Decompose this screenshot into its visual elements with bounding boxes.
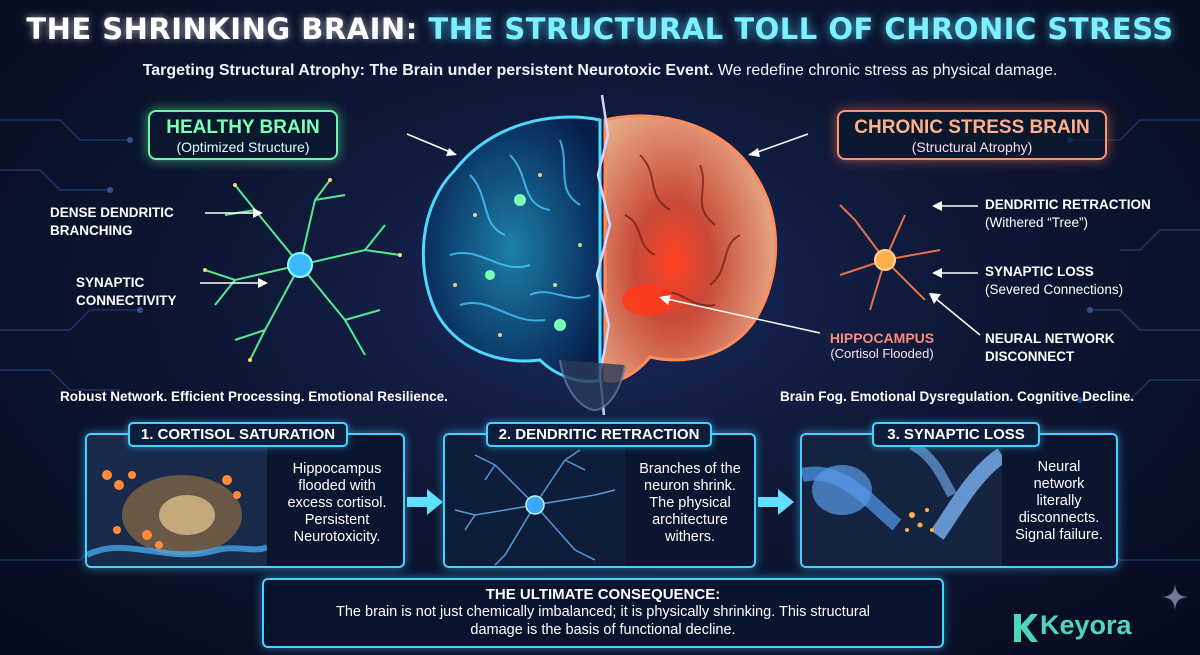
cortisol-molecules-icon (87, 435, 267, 566)
retraction-arrow (932, 201, 978, 211)
page-subtitle: Targeting Structural Atrophy: The Brain … (0, 62, 1200, 80)
hippocampus-arrow (659, 295, 821, 334)
panel-cortisol-saturation: Hippocampus flooded with excess cortisol… (85, 433, 405, 568)
stressed-neuron-icon (839, 204, 941, 311)
consequence-line-1: The brain is not just chemically imbalan… (335, 604, 871, 620)
subtitle-rest: We redefine chronic stress as physical d… (717, 62, 1058, 79)
stress-tagline: Brain Fog. Emotional Dysregulation. Cogn… (780, 389, 1135, 404)
panel-dendritic-retraction: Branches of the neuron shrink. The physi… (443, 433, 756, 568)
brain-illustration (421, 95, 778, 415)
hippocampus-glow (622, 284, 674, 316)
dense-dendritic-label: DENSE DENDRITIC BRANCHING (50, 205, 174, 238)
stress-brain-heading: CHRONIC STRESS BRAIN (854, 117, 1090, 138)
withered-neuron-icon (445, 435, 625, 566)
network-disconnect-arrow (929, 293, 981, 336)
keyora-logo-icon (1014, 614, 1038, 642)
healthy-hemisphere (421, 115, 602, 383)
panel-1-text: Hippocampus flooded with excess cortisol… (287, 461, 387, 545)
panel-3-text: Neural network literally disconnects. Si… (1015, 459, 1103, 543)
severed-synapse-icon (802, 435, 1002, 566)
title-part-1: THE SHRINKING BRAIN: (26, 12, 418, 46)
brand-name: Keyora (1040, 610, 1132, 640)
consequence-line-2: damage is the basis of functional declin… (470, 622, 736, 638)
healthy-brain-heading: HEALTHY BRAIN (166, 117, 320, 138)
panel-3-title: 3. SYNAPTIC LOSS (872, 422, 1040, 447)
stress-brain-subheading: (Structural Atrophy) (911, 139, 1033, 155)
healthy-brain-subheading: (Optimized Structure) (176, 139, 310, 155)
synaptic-connectivity-label: SYNAPTIC CONNECTIVITY (76, 275, 177, 308)
panel-synaptic-loss: Neural network literally disconnects. Si… (800, 433, 1118, 568)
panel-arrow-2 (758, 489, 794, 515)
chronic-stress-brain-label: CHRONIC STRESS BRAIN (Structural Atrophy… (837, 110, 1107, 160)
neural-network-disconnect-label: NEURAL NETWORK DISCONNECT (985, 331, 1115, 364)
consequence-heading: THE ULTIMATE CONSEQUENCE: (485, 586, 721, 603)
sparkle-icon (1162, 584, 1188, 610)
panel-1-title: 1. CORTISOL SATURATION (128, 422, 348, 447)
healthy-tagline: Robust Network. Efficient Processing. Em… (60, 389, 448, 404)
healthy-brain-label: HEALTHY BRAIN (Optimized Structure) (148, 110, 338, 160)
healthy-neuron-icon (203, 178, 402, 362)
synaptic-loss-label: SYNAPTIC LOSS (Severed Connections) (985, 264, 1124, 297)
healthy-pointer-arrow (406, 133, 457, 156)
title-part-2: THE STRUCTURAL TOLL OF CHRONIC STRESS (428, 12, 1174, 46)
ultimate-consequence-box: THE ULTIMATE CONSEQUENCE: The brain is n… (262, 578, 944, 648)
stress-pointer-arrow (748, 133, 809, 157)
panel-2-text: Branches of the neuron shrink. The physi… (639, 461, 741, 545)
panel-arrow-1 (407, 489, 443, 515)
dense-dendritic-arrow (205, 208, 263, 218)
dendritic-retraction-label: DENDRITIC RETRACTION (Withered “Tree”) (985, 197, 1151, 230)
page-title: THE SHRINKING BRAIN: THE STRUCTURAL TOLL… (0, 12, 1200, 46)
panel-2-title: 2. DENDRITIC RETRACTION (486, 422, 712, 447)
synaptic-loss-arrow (932, 268, 978, 278)
synaptic-connectivity-arrow (200, 278, 268, 288)
hippocampus-label: HIPPOCAMPUS (Cortisol Flooded) (829, 330, 935, 361)
subtitle-bold: Targeting Structural Atrophy: The Brain … (142, 62, 714, 79)
